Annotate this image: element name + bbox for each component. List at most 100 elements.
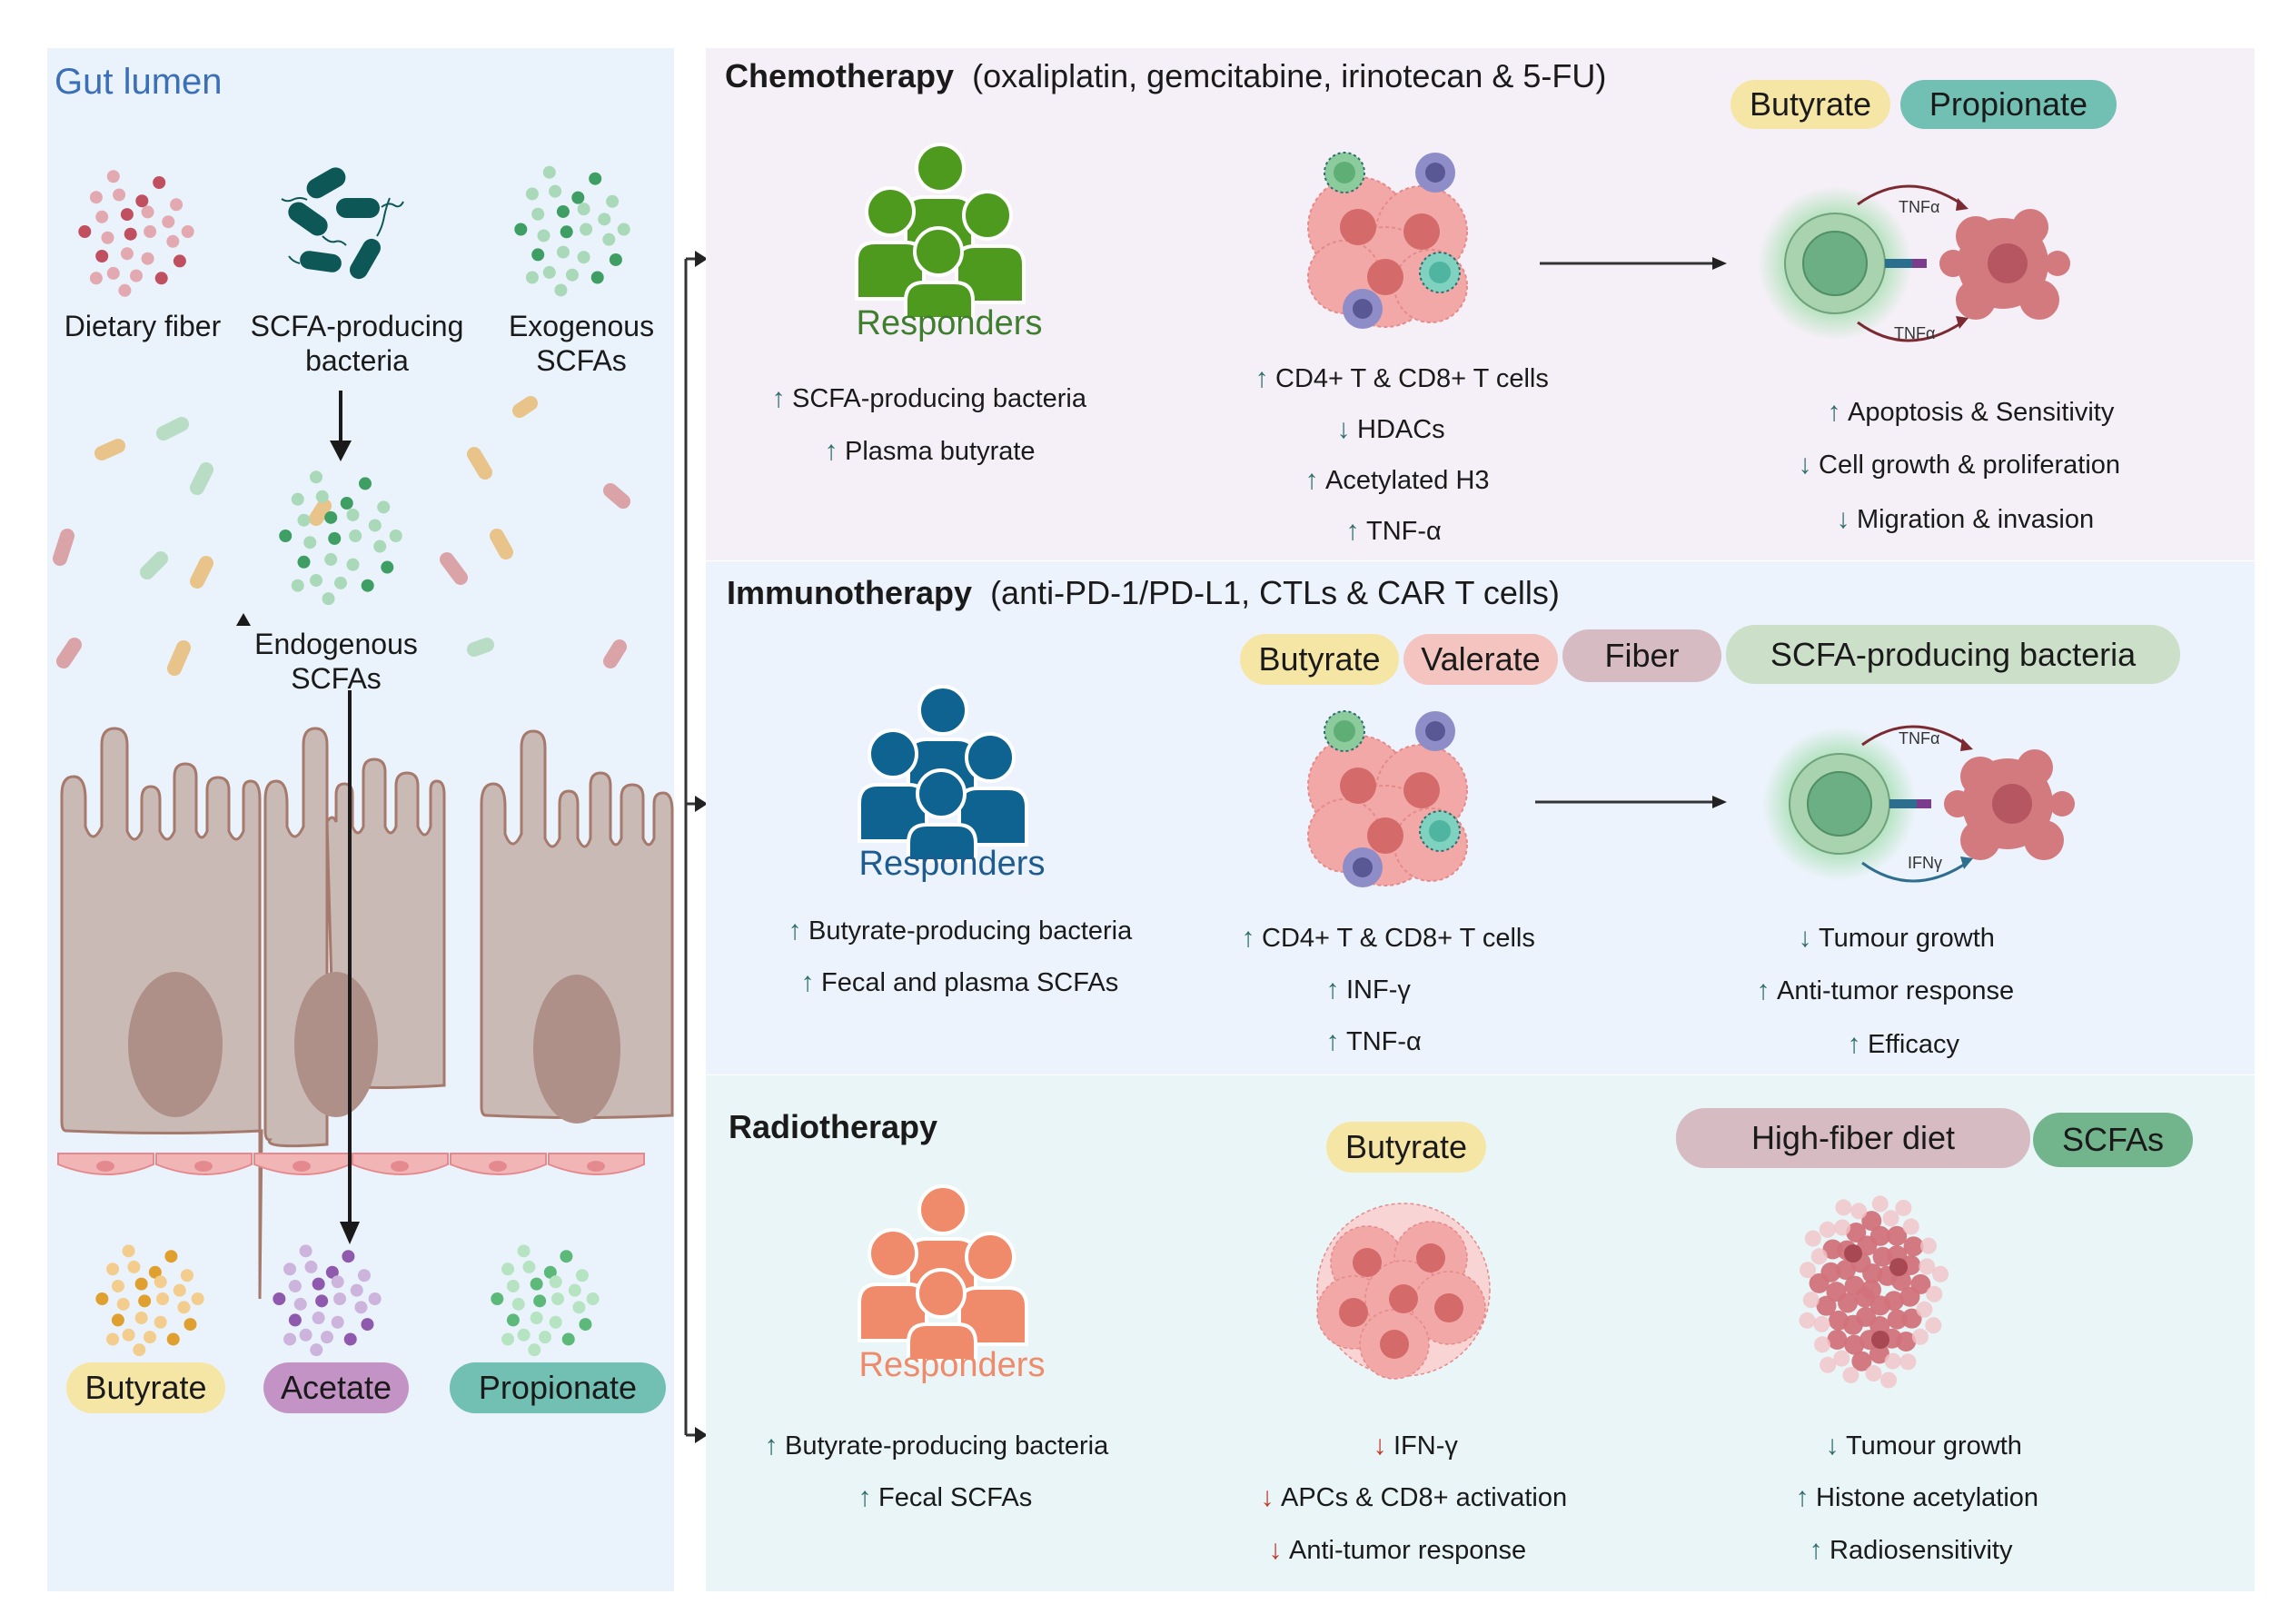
particle: [164, 1250, 178, 1263]
particle: [354, 1301, 368, 1314]
particle: [89, 272, 103, 285]
scfa-particles-icon: [514, 165, 630, 297]
particle: [575, 1269, 589, 1282]
radio-pill-scfas: SCFAs: [2033, 1113, 2193, 1167]
particle: [322, 592, 335, 606]
particle: [315, 1294, 329, 1308]
absorption-arrow: [340, 690, 360, 1244]
particle: [303, 536, 317, 550]
particle: [522, 1260, 536, 1273]
chemo-outcome-effect: ↓Cell growth & proliferation: [1797, 450, 2121, 480]
radiotherapy-title-bold: Radiotherapy: [729, 1108, 938, 1145]
particle: [134, 1312, 148, 1325]
particle: [501, 1263, 515, 1276]
up-arrow-icon: ↑: [1325, 1026, 1340, 1056]
down-arrow-icon: ↓: [1798, 923, 1812, 953]
effect-text: SCFA-producing bacteria: [792, 383, 1086, 413]
immuno-outcome-effect: ↑Efficacy: [1846, 1029, 1960, 1060]
particle: [120, 247, 134, 261]
immuno-pill-valerate: Valerate: [1403, 634, 1558, 685]
up-arrow-icon: ↑: [1241, 923, 1255, 953]
particle: [566, 268, 579, 282]
particle: [561, 1332, 575, 1346]
particle: [340, 497, 353, 510]
particle: [577, 203, 590, 216]
chemo-outcome-effect: ↓Migration & invasion: [1835, 504, 2095, 535]
particle: [549, 184, 562, 198]
particle: [291, 579, 304, 592]
up-arrow-icon: ↑: [788, 916, 802, 946]
particle: [537, 229, 550, 243]
chemo-tumor-effect: ↑Acetylated H3: [1304, 465, 1490, 496]
endogenous-label-line1: Endogenous: [254, 628, 418, 660]
particle: [177, 1301, 191, 1314]
particle: [283, 1332, 297, 1346]
radio-responder-effect: ↑Butyrate-producing bacteria: [763, 1431, 1109, 1461]
effect-text: Apoptosis & Sensitivity: [1848, 397, 2115, 427]
particle: [95, 210, 109, 223]
particle: [334, 576, 347, 589]
down-arrow-red-icon: ↓: [1373, 1431, 1387, 1461]
particle: [568, 1283, 581, 1297]
chemo-responder-effect: ↑SCFA-producing bacteria: [770, 383, 1087, 414]
t-cell-killing-tumor-icon: [1758, 184, 2070, 342]
particle: [577, 251, 590, 264]
particle: [589, 172, 602, 185]
particle: [373, 540, 387, 553]
effect-text: Efficacy: [1868, 1029, 1960, 1059]
immuno-responder-effect: ↑Butyrate-producing bacteria: [787, 916, 1133, 946]
effect-text: Anti-tumor response: [1777, 975, 2015, 1005]
particle: [349, 530, 362, 542]
immuno-pill-butyrate: Butyrate: [1240, 634, 1399, 685]
effect-text: Fecal and plasma SCFAs: [821, 967, 1119, 997]
particle: [106, 1332, 120, 1346]
particle: [135, 194, 149, 208]
particle: [162, 215, 175, 229]
chemo-responders-label: Responders: [856, 304, 1043, 342]
particle: [506, 1279, 520, 1292]
radio-outcome-effect: ↓Tumour growth: [1824, 1431, 2022, 1461]
particle: [95, 250, 109, 262]
particle: [560, 1250, 573, 1263]
particle: [116, 1297, 130, 1311]
particle: [181, 225, 194, 238]
process-arrow: [1535, 796, 1727, 808]
particle: [154, 272, 168, 285]
particle: [560, 225, 573, 239]
chemo-outcome-effect: ↑Apoptosis & Sensitivity: [1826, 397, 2115, 428]
particle: [154, 1275, 167, 1289]
particle: [304, 1260, 318, 1273]
tumor-cluster-icon: [1316, 1203, 1491, 1380]
up-arrow-icon: ↑: [764, 1431, 778, 1461]
immunotherapy-title: Immunotherapy (anti-PD-1/PD-L1, CTLs & C…: [727, 574, 1560, 612]
chemo-tumor-effect: ↑CD4+ T & CD8+ T cells: [1254, 363, 1549, 394]
particle: [530, 1277, 543, 1291]
particle: [89, 191, 103, 204]
chemotherapy-title: Chemotherapy (oxaliplatin, gemcitabine, …: [725, 57, 1606, 95]
chemo-responder-effect: ↑Plasma butyrate: [823, 436, 1036, 467]
radio-tumor-effect: ↓Anti-tumor response: [1267, 1535, 1527, 1566]
particle: [299, 1328, 312, 1342]
effect-text: APCs & CD8+ activation: [1281, 1482, 1568, 1512]
particle: [106, 170, 120, 183]
particle: [368, 519, 382, 532]
particle: [283, 1263, 297, 1276]
particle: [183, 1318, 197, 1332]
particle: [127, 1260, 141, 1273]
immuno-responders-label: Responders: [858, 845, 1046, 883]
immuno-outcome-effect: ↓Tumour growth: [1797, 923, 1995, 954]
particle: [288, 1279, 302, 1292]
particle: [511, 1297, 525, 1311]
particle: [315, 490, 329, 503]
particle: [590, 271, 604, 284]
particle: [180, 1269, 193, 1282]
effect-text: Butyrate-producing bacteria: [808, 916, 1133, 946]
particle: [297, 555, 311, 569]
effect-text: Histone acetylation: [1816, 1482, 2039, 1512]
particle: [525, 187, 539, 201]
cytokine-label-top: TNFα: [1899, 729, 1940, 748]
chemo-tumor-effect: ↑TNF-α: [1344, 516, 1442, 547]
particle: [602, 233, 616, 246]
chemotherapy-title-bold: Chemotherapy: [725, 57, 955, 94]
particle: [328, 531, 342, 545]
